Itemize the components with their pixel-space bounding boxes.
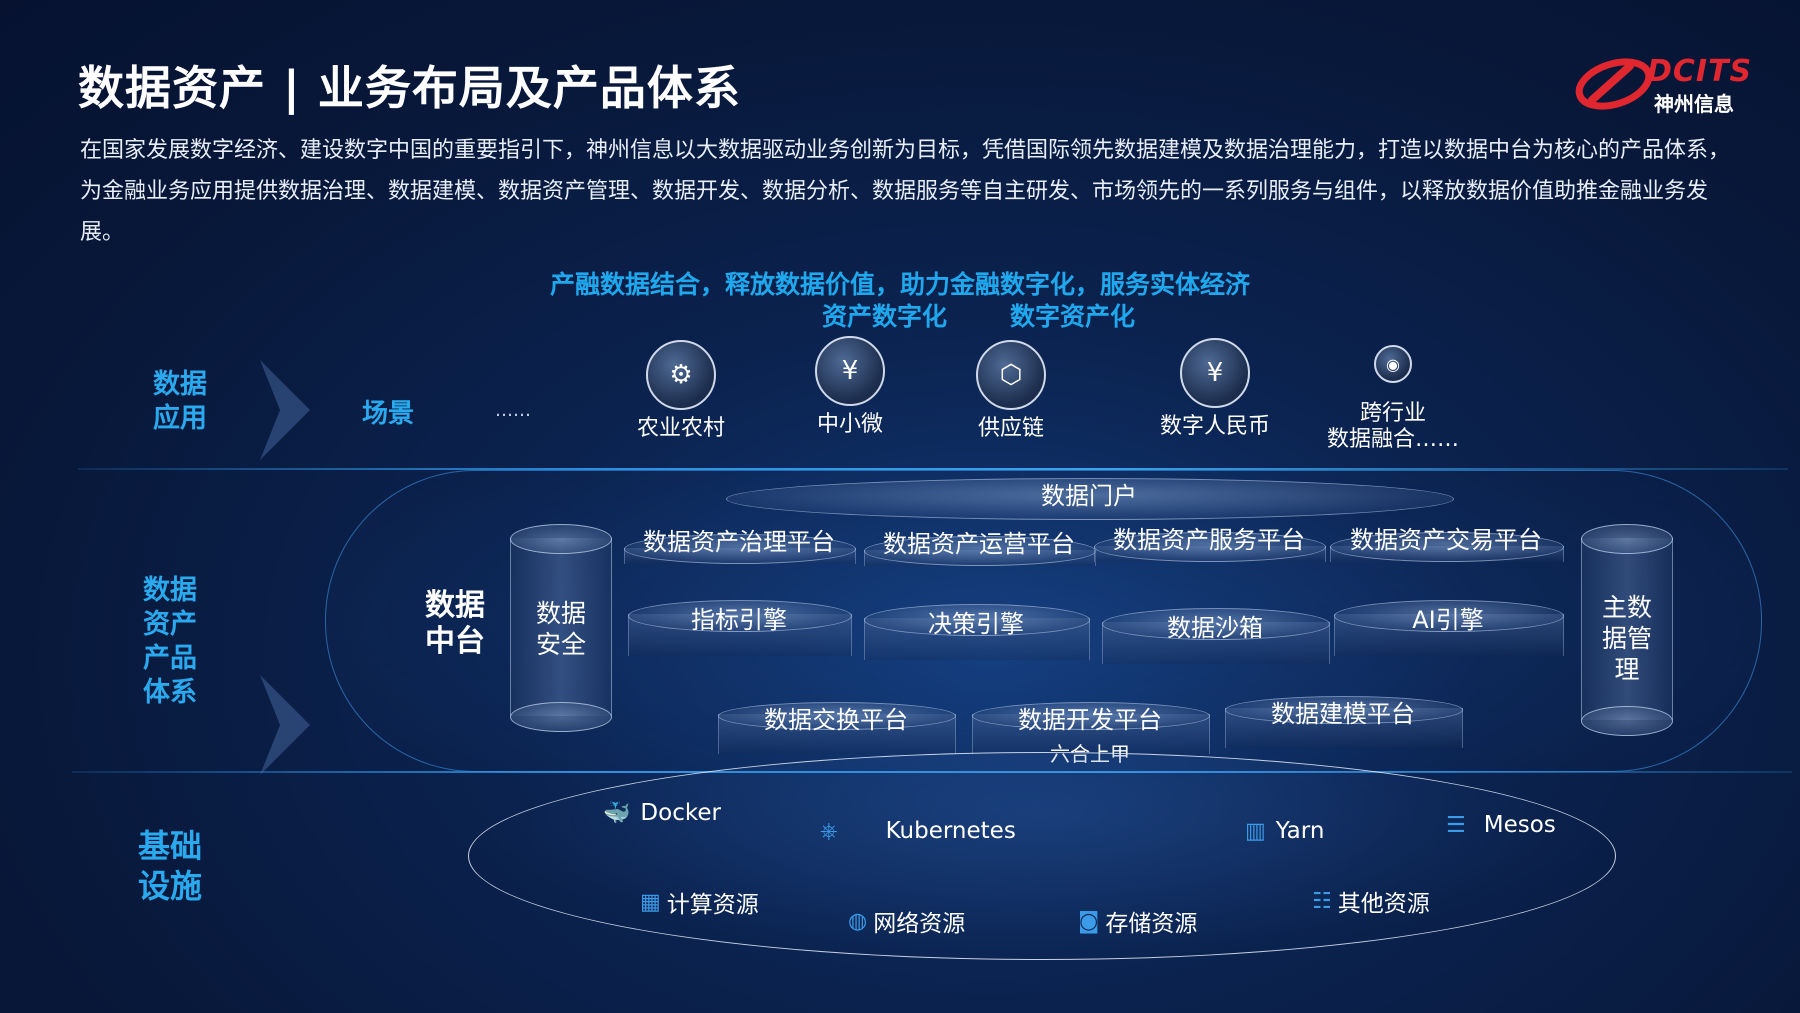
data-security-label: 数据 安全 xyxy=(535,599,586,659)
app-label: 供应链 xyxy=(977,416,1044,441)
chevron-right-icon xyxy=(260,360,310,460)
infra-label: Mesos xyxy=(1483,812,1556,838)
infra-docker: 🐳 Docker xyxy=(603,800,721,826)
engine-label: 数据沙箱 xyxy=(1167,614,1263,642)
farm-icon: ⚙ xyxy=(646,340,716,410)
slogan-asset-digitization: 资产数字化 xyxy=(822,302,948,331)
infra-label: Kubernetes xyxy=(885,818,1016,844)
data-middle-platform-label: 数据 中台 xyxy=(425,588,485,659)
platform-disc: 数据资产运营平台 xyxy=(864,522,1096,578)
cross-industry-icon: ◉ xyxy=(1374,345,1412,383)
infra-storage: ◙ 存储资源 xyxy=(1078,904,1197,938)
platform-disc: 数据资产服务平台 xyxy=(1094,518,1326,574)
data-portal-label: 数据门户 xyxy=(1041,482,1137,510)
platform-disc: 数据资产治理平台 xyxy=(624,520,856,576)
app-sme: ¥ 中小微 xyxy=(770,336,930,438)
sme-icon: ¥ xyxy=(815,336,885,406)
app-label: 跨行业 数据融合…… xyxy=(1326,401,1459,452)
network-icon: ◍ xyxy=(848,908,868,934)
app-cross-industry: ◉ 跨行业 数据融合…… xyxy=(1313,345,1473,453)
infra-label: 其他资源 xyxy=(1337,891,1430,917)
mesos-icon: ☰ xyxy=(1446,812,1466,838)
app-label: 数字人民币 xyxy=(1159,414,1270,439)
master-data-cylinder: 主数 据管 理 xyxy=(1581,522,1673,737)
app-label: 农业农村 xyxy=(636,416,725,441)
engine-disc: AI引擎 xyxy=(1334,596,1564,662)
layer-label-data-asset-products: 数据 资产 产品 体系 xyxy=(143,575,197,708)
base-platform-label: 数据建模平台 xyxy=(1271,700,1415,728)
engine-disc: 决策引擎 xyxy=(864,600,1090,666)
engine-disc: 指标引擎 xyxy=(628,596,852,662)
infra-mesos: ☰ Mesos xyxy=(1446,812,1556,838)
company-logo: DCITS 神州信息 xyxy=(1572,48,1762,118)
data-security-cylinder: 数据 安全 xyxy=(510,522,612,732)
platform-label: 数据资产运营平台 xyxy=(883,530,1075,558)
slogan-line1: 产融数据结合，释放数据价值，助力金融数字化，服务实体经济 xyxy=(549,270,1250,299)
engine-label: 指标引擎 xyxy=(691,606,787,634)
infra-label: Yarn xyxy=(1275,818,1325,844)
compute-icon: ▦ xyxy=(640,889,661,915)
chevron-right-icon xyxy=(260,675,310,775)
yarn-icon: ▥ xyxy=(1245,818,1266,844)
platform-label: 数据资产交易平台 xyxy=(1350,526,1542,554)
engine-label: 决策引擎 xyxy=(928,610,1024,638)
engine-label: AI引擎 xyxy=(1412,606,1484,634)
infra-compute: ▦ 计算资源 xyxy=(640,885,759,919)
app-label: 中小微 xyxy=(816,412,883,437)
app-digital-rmb: ¥ 数字人民币 xyxy=(1135,338,1295,440)
infra-network: ◍ 网络资源 xyxy=(848,904,965,938)
base-platform-disc: 数据开发平台 xyxy=(972,700,1210,756)
app-agriculture: ⚙ 农业农村 xyxy=(601,340,761,442)
storage-icon: ◙ xyxy=(1078,908,1100,934)
infra-label: 计算资源 xyxy=(666,892,759,918)
other-resource-icon: ☷ xyxy=(1312,888,1332,914)
divider-top xyxy=(78,468,1788,470)
infra-other: ☷ 其他资源 xyxy=(1312,884,1430,918)
base-platform-label: 数据交换平台 xyxy=(764,706,908,734)
infra-label: 存储资源 xyxy=(1105,911,1198,937)
supply-chain-icon: ⬡ xyxy=(976,340,1046,410)
base-platform-disc: 数据交换平台 xyxy=(718,700,956,756)
scene-more: …… xyxy=(495,400,531,421)
kubernetes-icon: ⎈ xyxy=(820,818,838,844)
platform-disc: 数据资产交易平台 xyxy=(1330,518,1564,574)
logo-brand: DCITS xyxy=(1647,54,1753,89)
layer-label-infrastructure: 基础 设施 xyxy=(137,827,202,905)
page-title: 数据资产 | 业务布局及产品体系 xyxy=(78,61,741,115)
infra-kubernetes: ⎈ Kubernetes xyxy=(820,818,1016,844)
base-platform-disc: 数据建模平台 xyxy=(1225,694,1463,750)
layer-label-data-application: 数据 应用 xyxy=(153,369,207,434)
base-platform-label: 数据开发平台 xyxy=(1018,706,1162,734)
dcits-logo-mark xyxy=(1575,58,1653,110)
engine-disc: 数据沙箱 xyxy=(1102,604,1330,670)
digital-rmb-icon: ¥ xyxy=(1180,338,1250,408)
docker-icon: 🐳 xyxy=(603,800,631,826)
infra-yarn: ▥ Yarn xyxy=(1245,818,1324,844)
infra-label: Docker xyxy=(640,800,721,826)
app-supply-chain: ⬡ 供应链 xyxy=(931,340,1091,442)
infrastructure-ellipse xyxy=(468,752,1616,960)
logo-name: 神州信息 xyxy=(1654,92,1734,116)
platform-label: 数据资产治理平台 xyxy=(643,528,835,556)
scene-label: 场景 xyxy=(362,399,415,429)
master-data-label: 主数 据管 理 xyxy=(1601,593,1652,684)
infra-label: 网络资源 xyxy=(873,911,966,937)
platform-label: 数据资产服务平台 xyxy=(1113,526,1305,554)
slogan-digital-assetization: 数字资产化 xyxy=(1010,302,1136,331)
intro-paragraph: 在国家发展数字经济、建设数字中国的重要指引下，神州信息以大数据驱动业务创新为目标… xyxy=(80,138,1731,245)
data-portal-disc: 数据门户 xyxy=(726,478,1454,534)
